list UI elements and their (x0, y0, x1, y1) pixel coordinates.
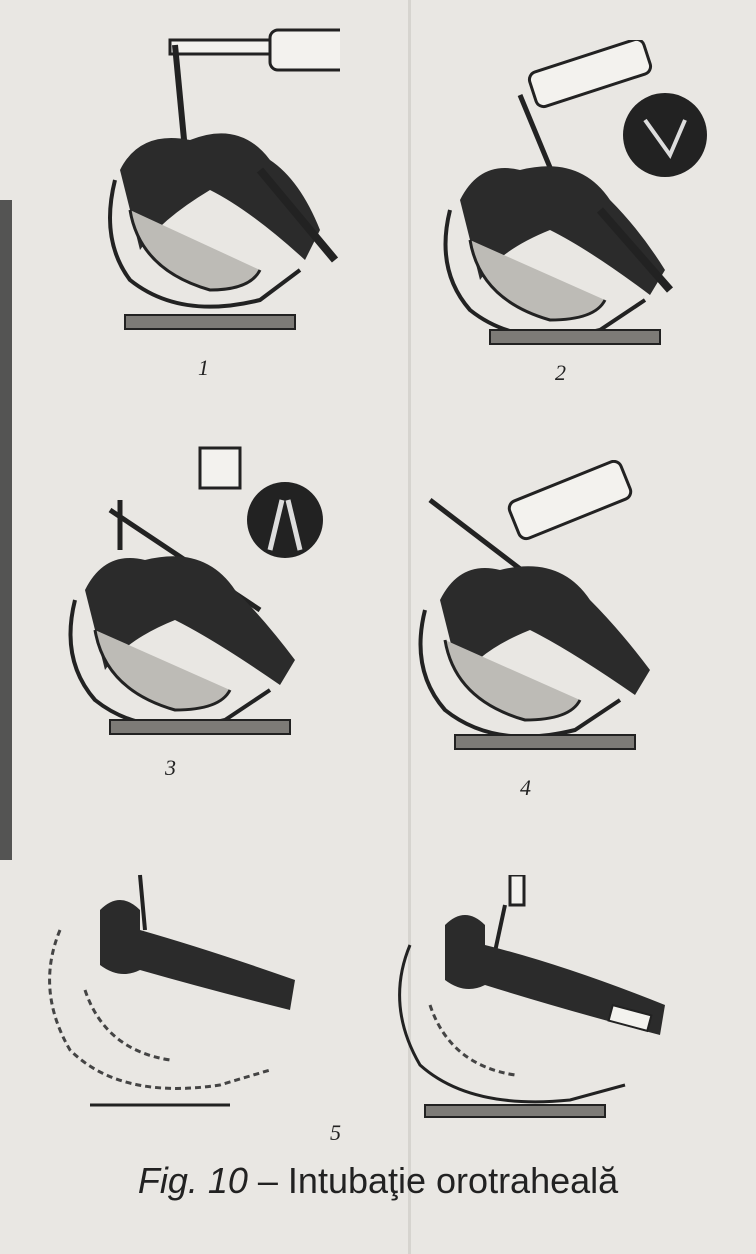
intubation-drawing-6 (385, 875, 685, 1135)
page-edge-shadow (0, 200, 12, 860)
intubation-drawing-5 (30, 870, 320, 1130)
illustration-panel-3 (60, 440, 340, 750)
figure-label: Fig. 10 (138, 1160, 248, 1201)
illustration-panel-2 (430, 40, 720, 360)
panel-number-3: 3 (165, 755, 176, 781)
illustration-panel-5 (30, 870, 320, 1130)
illustration-panel-4 (400, 460, 700, 770)
panel-number-4: 4 (520, 775, 531, 801)
intubation-drawing-3 (60, 440, 340, 750)
intubation-drawing-4 (400, 460, 700, 770)
figure-caption: Fig. 10 – Intubaţie orotraheală (0, 1160, 756, 1202)
intubation-drawing-1 (100, 20, 340, 350)
illustration-panel-1 (100, 20, 340, 350)
intubation-drawing-2 (430, 40, 720, 360)
panel-number-5: 5 (330, 1120, 341, 1146)
panel-number-1: 1 (198, 355, 209, 381)
illustration-panel-6 (385, 875, 685, 1135)
caption-dash: – (248, 1160, 288, 1201)
panel-number-2: 2 (555, 360, 566, 386)
figure-title: Intubaţie orotraheală (288, 1160, 618, 1201)
